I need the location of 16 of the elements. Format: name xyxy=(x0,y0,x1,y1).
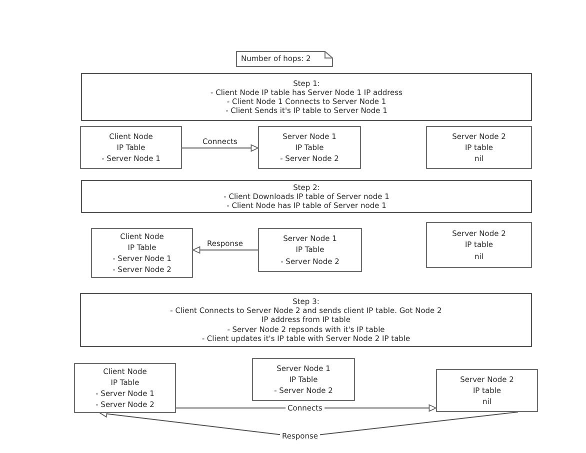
arrow xyxy=(100,410,518,438)
server-node-box xyxy=(252,358,355,401)
client-node-box xyxy=(91,228,193,278)
step-box xyxy=(81,73,532,121)
client-node-box xyxy=(74,363,176,413)
server-node-box xyxy=(258,228,362,272)
server-node-box xyxy=(426,126,532,169)
arrow xyxy=(192,246,258,254)
server-node-box xyxy=(426,222,532,268)
step-box xyxy=(81,180,532,213)
step-box xyxy=(80,293,532,347)
arrow xyxy=(182,144,258,152)
server-node-box xyxy=(258,126,361,169)
server-node-box xyxy=(436,369,538,412)
note-box xyxy=(236,51,333,67)
client-node-box xyxy=(80,126,182,169)
